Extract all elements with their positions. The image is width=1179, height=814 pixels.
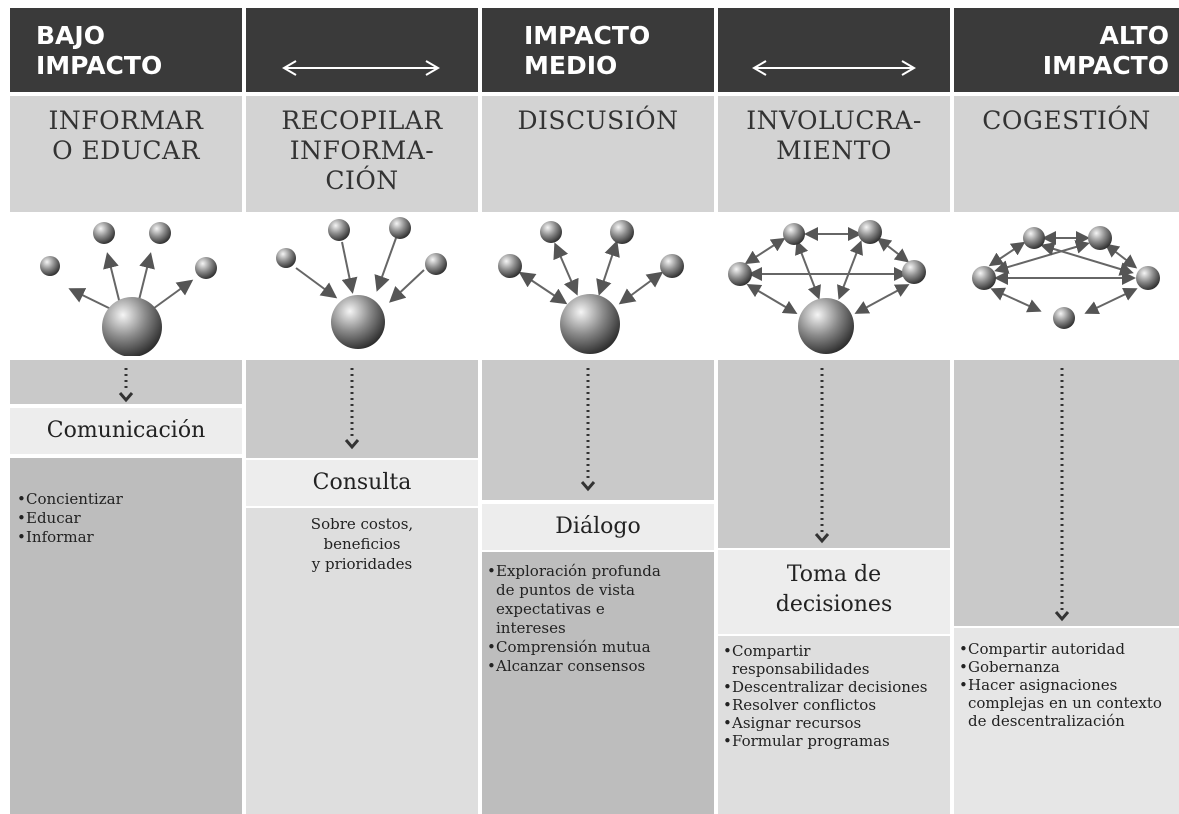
list-item: Hacer asignaciones complejas en un conte… bbox=[958, 676, 1178, 730]
list-item: Compartir autoridad bbox=[958, 640, 1178, 658]
peer-network-diagram bbox=[954, 216, 1179, 356]
column-cogestion: ALTO IMPACTO COGESTIÓN bbox=[954, 0, 1179, 814]
column-title-discusion: DISCUSIÓN bbox=[517, 106, 679, 135]
header-impacto-medio: IMPACTO MEDIO bbox=[482, 8, 714, 92]
column-title-cogestion: COGESTIÓN bbox=[982, 106, 1151, 135]
column-discusion: IMPACTO MEDIO DISCUSIÓN bbox=[482, 0, 714, 814]
header-bajo-line2: IMPACTO bbox=[36, 51, 163, 80]
arrow-band-4 bbox=[718, 360, 950, 548]
header-medio-line1: IMPACTO bbox=[524, 21, 651, 50]
label-comunicacion: Comunicación bbox=[46, 418, 206, 443]
gather-diagram bbox=[246, 216, 478, 356]
header-arrow-1 bbox=[246, 8, 478, 92]
header-alto-line2: IMPACTO bbox=[1042, 51, 1169, 80]
list-item: Compartir responsabilidades bbox=[722, 642, 948, 678]
label-band-consulta: Consulta bbox=[246, 460, 478, 506]
list-item: Informar bbox=[16, 528, 236, 547]
header-arrow-2 bbox=[718, 8, 950, 92]
dotted-arrow-down-icon bbox=[344, 368, 360, 450]
label-dialogo: Diálogo bbox=[555, 514, 641, 539]
title-box-recopilar: RECOPILAR INFORMA- CIÓN bbox=[246, 96, 478, 212]
arrow-band-5 bbox=[954, 360, 1179, 626]
dotted-arrow-down-icon bbox=[814, 368, 830, 544]
label-band-toma-decisiones: Toma de decisiones bbox=[718, 550, 950, 634]
column-involucramiento: INVOLUCRA- MIENTO bbox=[718, 0, 950, 814]
dotted-arrow-down-icon bbox=[580, 368, 596, 492]
list-item: Gobernanza bbox=[958, 658, 1178, 676]
peer-network-icon bbox=[972, 226, 1160, 329]
items-box-toma-decisiones: Compartir responsabilidades Descentraliz… bbox=[718, 636, 950, 814]
list-item: Formular programas bbox=[722, 732, 948, 750]
list-comunicacion: Concientizar Educar Informar bbox=[16, 490, 236, 547]
header-bajo-impacto: BAJO IMPACTO bbox=[10, 8, 242, 92]
list-dialogo: Exploración profunda de puntos de vista … bbox=[486, 562, 676, 676]
gather-flow-icon bbox=[276, 217, 447, 349]
dotted-arrow-down-icon bbox=[1054, 368, 1070, 622]
label-band-dialogo: Diálogo bbox=[482, 504, 714, 550]
double-arrow-icon bbox=[282, 60, 440, 76]
title-box-discusion: DISCUSIÓN bbox=[482, 96, 714, 212]
label-toma-de-decisiones: Toma de decisiones bbox=[775, 562, 893, 617]
network-hub-diagram bbox=[718, 216, 950, 356]
label-consulta: Consulta bbox=[312, 470, 412, 495]
title-box-involucramiento: INVOLUCRA- MIENTO bbox=[718, 96, 950, 212]
items-box-consulta: Sobre costos, beneficios y prioridades bbox=[246, 508, 478, 814]
column-title-involucramiento: INVOLUCRA- MIENTO bbox=[746, 106, 922, 165]
list-item: Resolver conflictos bbox=[722, 696, 948, 714]
items-box-dialogo: Exploración profunda de puntos de vista … bbox=[482, 552, 714, 814]
two-way-diagram bbox=[482, 216, 714, 356]
items-box-cogestion: Compartir autoridad Gobernanza Hacer asi… bbox=[954, 628, 1179, 814]
list-item: Alcanzar consensos bbox=[486, 657, 676, 676]
list-item: Comprensión mutua bbox=[486, 638, 676, 657]
label-band-comunicacion: Comunicación bbox=[10, 408, 242, 454]
header-alto-impacto: ALTO IMPACTO bbox=[954, 8, 1179, 92]
double-arrow-icon bbox=[752, 60, 916, 76]
list-item: Exploración profunda de puntos de vista … bbox=[486, 562, 676, 638]
column-title-informar: INFORMAR O EDUCAR bbox=[48, 106, 204, 165]
column-recopilar: RECOPILAR INFORMA- CIÓN bbox=[246, 0, 478, 814]
list-toma-decisiones: Compartir responsabilidades Descentraliz… bbox=[722, 642, 948, 750]
dotted-arrow-down-icon bbox=[118, 368, 134, 403]
title-box-cogestion: COGESTIÓN bbox=[954, 96, 1179, 212]
column-informar: BAJO IMPACTO INFORMAR O EDUCAR bbox=[10, 0, 242, 814]
column-title-recopilar: RECOPILAR INFORMA- CIÓN bbox=[281, 106, 443, 195]
one-way-diagram bbox=[10, 216, 242, 356]
header-medio-line2: MEDIO bbox=[524, 51, 618, 80]
list-cogestion: Compartir autoridad Gobernanza Hacer asi… bbox=[958, 640, 1178, 730]
one-way-flow-icon bbox=[40, 222, 217, 356]
list-item: Descentralizar decisiones bbox=[722, 678, 948, 696]
consulta-description: Sobre costos, beneficios y prioridades bbox=[310, 515, 414, 573]
list-item: Asignar recursos bbox=[722, 714, 948, 732]
network-hub-icon bbox=[728, 220, 926, 354]
list-item: Educar bbox=[16, 509, 236, 528]
header-bajo-line1: BAJO bbox=[36, 21, 105, 50]
items-box-comunicacion: Concientizar Educar Informar bbox=[10, 458, 242, 814]
arrow-band-3 bbox=[482, 360, 714, 500]
two-way-flow-icon bbox=[498, 220, 684, 354]
header-alto-line1: ALTO bbox=[1099, 21, 1169, 50]
arrow-band-2 bbox=[246, 360, 478, 458]
title-box-informar: INFORMAR O EDUCAR bbox=[10, 96, 242, 212]
list-item: Concientizar bbox=[16, 490, 236, 509]
